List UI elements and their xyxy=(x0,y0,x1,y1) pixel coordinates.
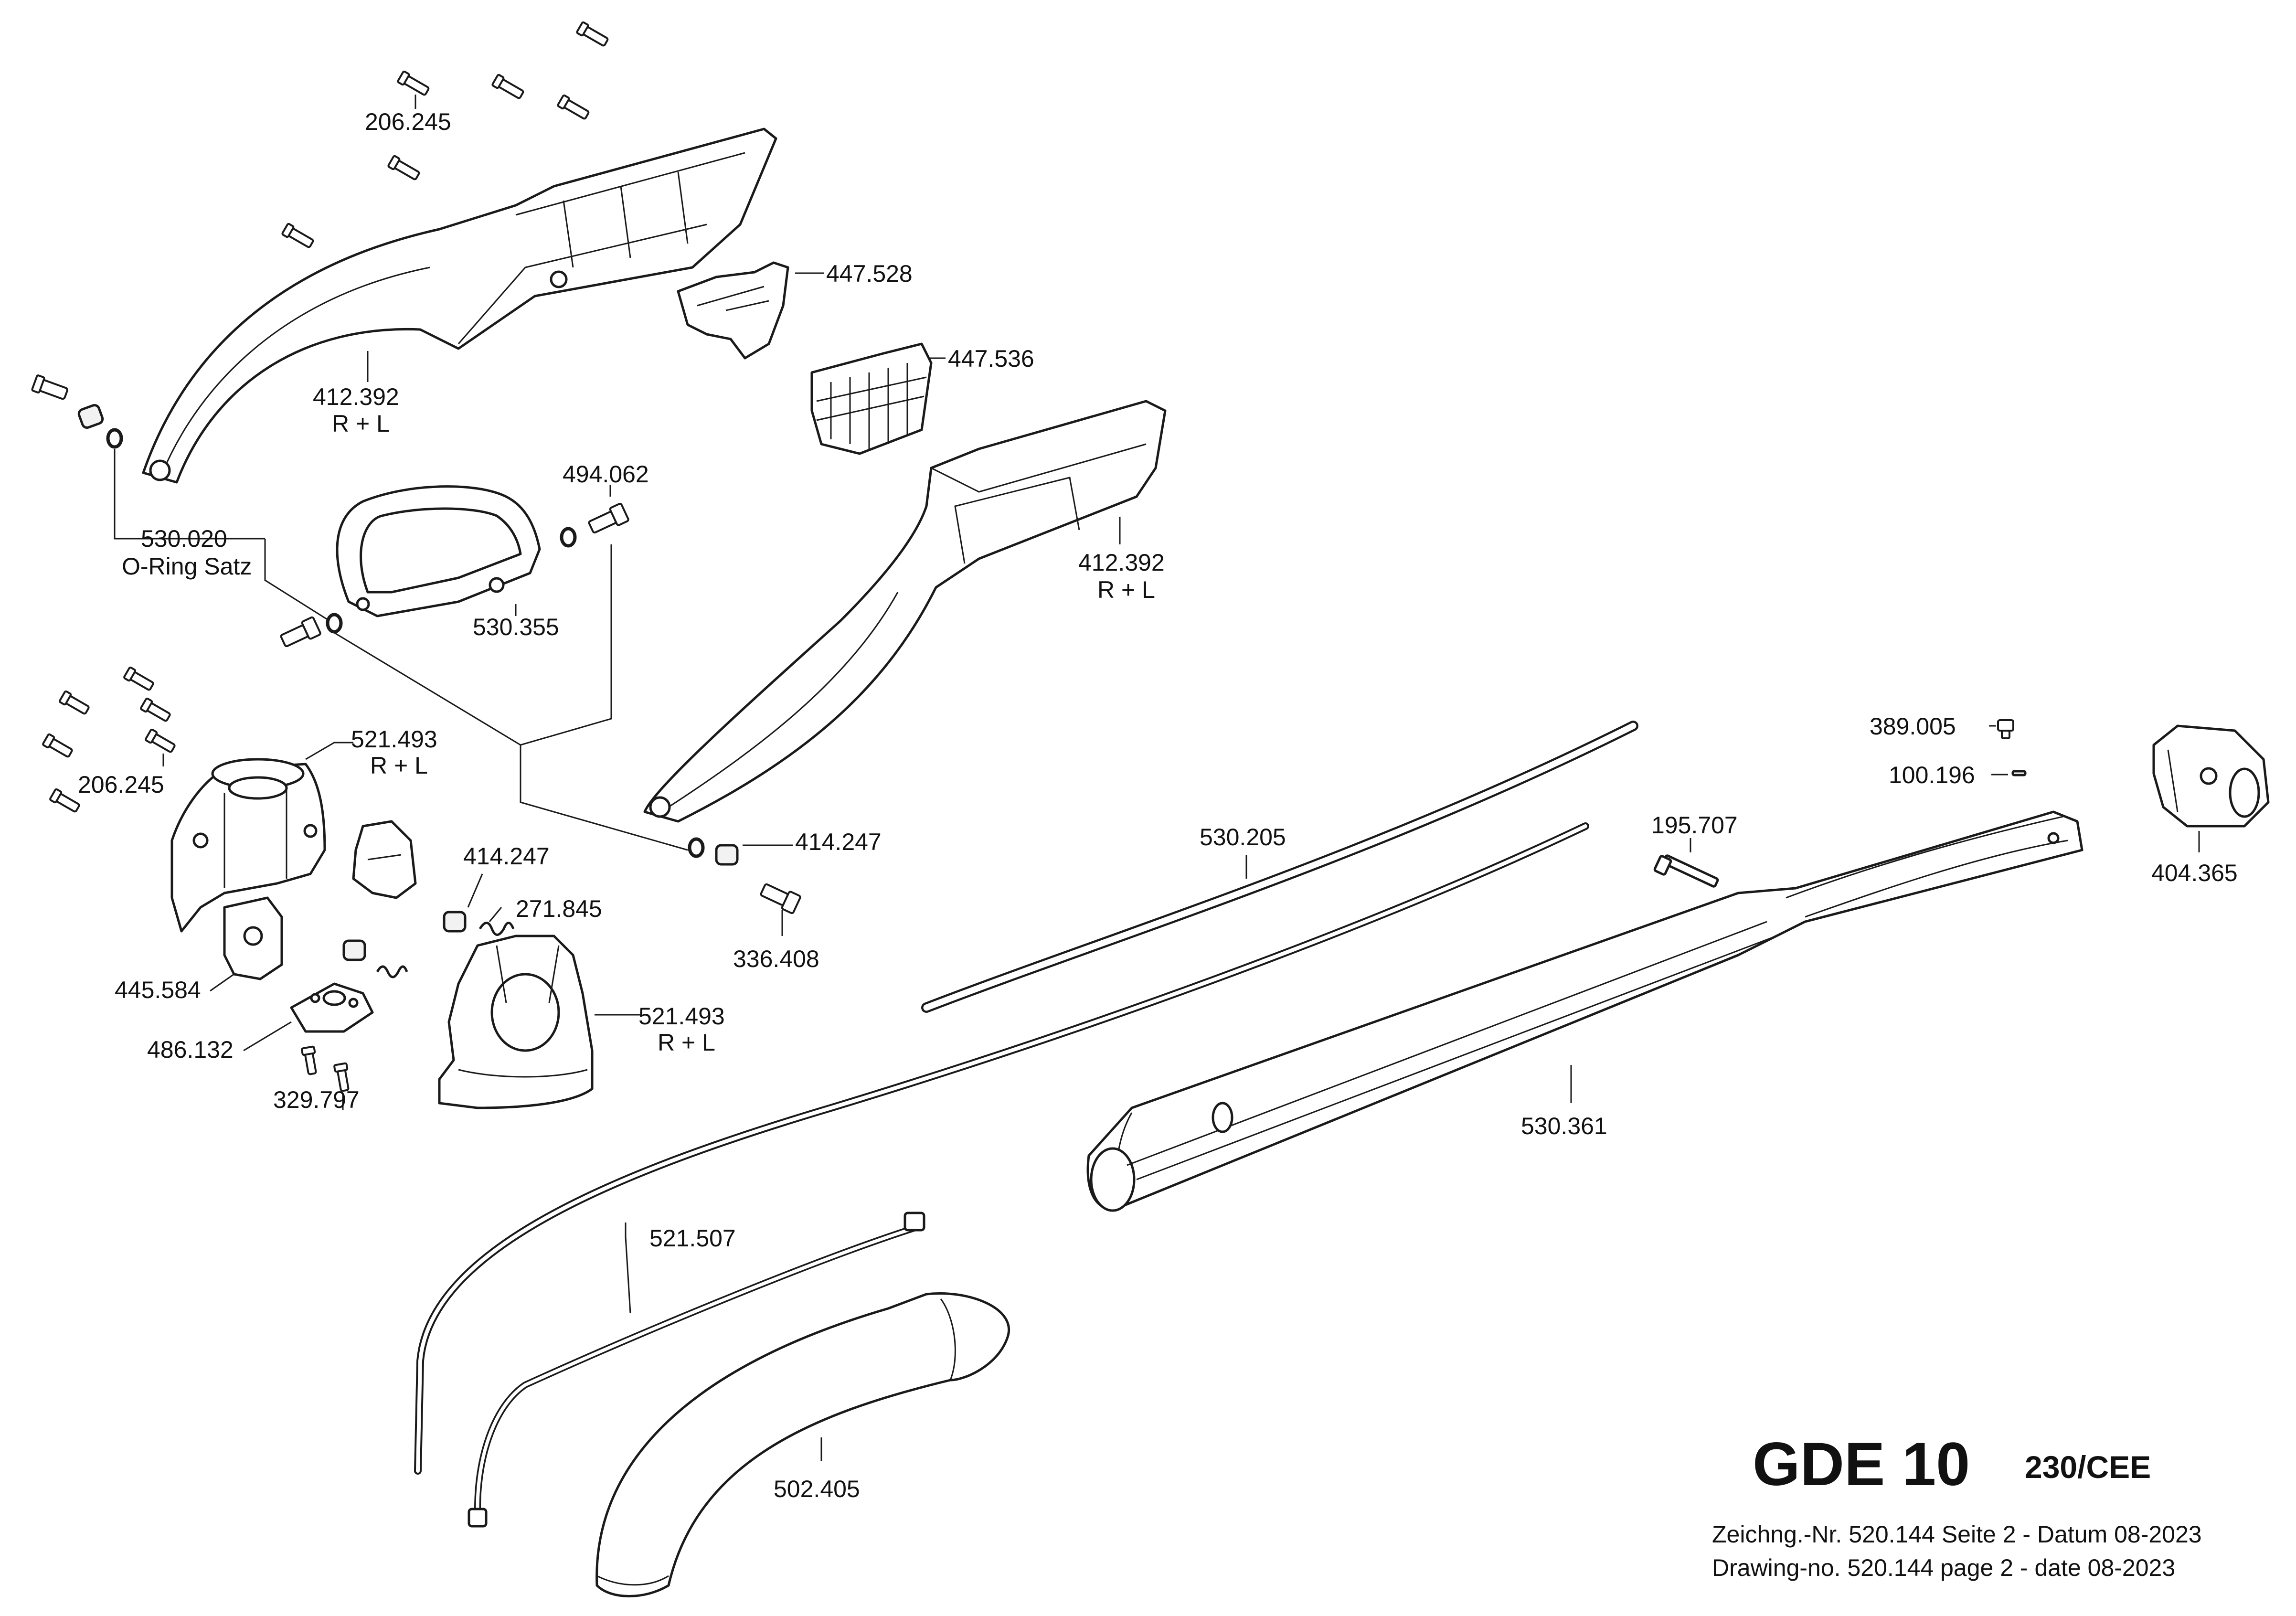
screw-group-206-245-top xyxy=(31,21,609,400)
bushing-414-247-a xyxy=(443,911,467,933)
bolt-195-707 xyxy=(1653,854,1719,888)
label-521-493-bot-sub: R + L xyxy=(658,1029,715,1056)
label-329-797: 329.797 xyxy=(273,1086,360,1113)
label-206-245-top: 206.245 xyxy=(365,108,451,135)
spring-271-845 xyxy=(478,922,515,936)
label-530-205: 530.205 xyxy=(1200,824,1286,851)
motor-housing-521-493-bottom xyxy=(438,935,594,1109)
clamp-404-365 xyxy=(2152,724,2270,828)
handle-housing-412-392-right xyxy=(643,400,1167,823)
bushing-left xyxy=(77,404,104,429)
cable-outer xyxy=(414,822,1589,1475)
label-530-355: 530.355 xyxy=(473,614,559,640)
rod-530-205 xyxy=(921,721,1638,1013)
o-ring-center xyxy=(326,613,343,634)
label-521-507: 521.507 xyxy=(649,1225,736,1252)
screw-494-062 xyxy=(588,502,629,534)
screw-group-329-797 xyxy=(301,1045,350,1092)
model-variant: 230/CEE xyxy=(2025,1449,2151,1485)
bushing-small xyxy=(342,939,366,961)
label-447-536: 447.536 xyxy=(948,345,1034,372)
label-206-245-mid: 206.245 xyxy=(78,771,164,798)
label-412-392-left: 412.392 xyxy=(313,383,399,410)
label-414-247-a: 414.247 xyxy=(463,843,550,870)
label-502-405: 502.405 xyxy=(774,1476,860,1502)
o-ring-left xyxy=(106,428,123,449)
spring-small xyxy=(376,965,408,978)
motor-housing-521-493-top xyxy=(170,758,326,933)
screw-center-left xyxy=(280,616,321,648)
label-445-584: 445.584 xyxy=(115,977,201,1003)
label-530-361: 530.361 xyxy=(1521,1113,1607,1139)
label-195-707: 195.707 xyxy=(1651,812,1738,839)
label-412-392-right: 412.392 xyxy=(1078,549,1165,576)
screw-336-408 xyxy=(760,883,801,914)
label-521-493-top: 521.493 xyxy=(351,726,437,753)
hose-502-405 xyxy=(595,1292,1010,1597)
label-100-196: 100.196 xyxy=(1889,762,1975,788)
label-336-408: 336.408 xyxy=(733,946,819,972)
label-521-493-bot: 521.493 xyxy=(638,1003,725,1030)
label-530-020: 530.020 xyxy=(141,525,227,552)
screw-group-206-245-mid xyxy=(42,666,176,813)
cap-486-132 xyxy=(290,982,374,1033)
label-271-845: 271.845 xyxy=(516,895,602,922)
footer-line-en: Drawing-no. 520.144 page 2 - date 08-202… xyxy=(1712,1554,2175,1581)
o-ring-494 xyxy=(560,527,577,548)
switch-cover-part xyxy=(352,820,417,899)
label-389-005: 389.005 xyxy=(1870,713,1956,740)
label-412-392-right-sub: R + L xyxy=(1097,576,1155,603)
label-404-365: 404.365 xyxy=(2151,860,2238,886)
label-530-020-sub: O-Ring Satz xyxy=(122,553,252,580)
pin-100-196 xyxy=(2011,770,2027,776)
label-494-062: 494.062 xyxy=(563,461,649,488)
label-414-247-b: 414.247 xyxy=(795,829,882,855)
label-412-392-left-sub: R + L xyxy=(332,410,390,437)
label-486-132: 486.132 xyxy=(147,1036,234,1063)
screw-389-005 xyxy=(1997,719,2014,739)
model-title: GDE 10 xyxy=(1753,1430,1970,1499)
bracket-530-355 xyxy=(336,485,541,617)
clip-445-584 xyxy=(223,896,283,980)
label-447-528: 447.528 xyxy=(826,260,913,287)
clamp-part-447-536 xyxy=(810,342,933,455)
handle-housing-412-392-left xyxy=(142,128,777,484)
label-521-493-top-sub: R + L xyxy=(370,752,428,779)
o-ring-lower xyxy=(688,837,705,858)
footer-line-de: Zeichng.-Nr. 520.144 Seite 2 - Datum 08-… xyxy=(1712,1521,2202,1548)
tube-530-361 xyxy=(1086,810,2083,1212)
clamp-part-447-528 xyxy=(677,261,789,360)
bushing-414-247-b xyxy=(715,844,739,866)
cable-521-507 xyxy=(468,1212,925,1528)
